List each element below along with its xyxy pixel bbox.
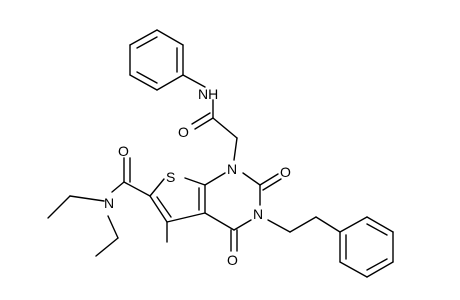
bond-double: [366, 223, 388, 236]
bond: [184, 177, 206, 186]
bond: [123, 181, 151, 197]
atom-n3: N: [253, 206, 263, 222]
bond: [156, 74, 184, 91]
bond: [149, 178, 165, 197]
bond: [339, 216, 368, 233]
atom-o-amide: O: [178, 124, 189, 140]
bond: [129, 74, 158, 91]
bond-double: [366, 258, 388, 271]
bond: [267, 219, 291, 233]
phenyl-ring-bottom: [339, 216, 394, 278]
bond-double: [156, 196, 172, 218]
atom-o-carboxamide: O: [118, 143, 129, 159]
bond: [289, 216, 317, 233]
bond: [204, 212, 235, 231]
bond-double: [136, 36, 158, 49]
atom-s: S: [166, 169, 175, 185]
bond-double: [191, 112, 211, 125]
bond-double: [259, 173, 279, 186]
bond: [366, 216, 394, 233]
bond: [366, 261, 394, 278]
phenyl-ring-top: [129, 29, 184, 91]
pyrimidine-ring: [198, 172, 261, 231]
bond-double: [262, 178, 282, 191]
atom-o2: O: [280, 164, 291, 180]
bond: [47, 195, 71, 219]
bond: [129, 29, 158, 46]
bond: [204, 172, 226, 186]
bond: [182, 74, 206, 88]
bond: [339, 261, 368, 278]
bond: [111, 181, 125, 193]
bond: [95, 237, 119, 257]
bond: [233, 137, 238, 161]
bond: [166, 212, 206, 223]
atom-n1: N: [227, 161, 237, 177]
thiophene-ring: [149, 177, 206, 223]
bond: [212, 117, 238, 139]
bond: [233, 219, 252, 231]
bond: [242, 172, 261, 186]
bond: [156, 29, 184, 46]
atom-nh: NH: [198, 86, 218, 102]
atom-n-diethyl: N: [104, 195, 114, 211]
bond: [315, 216, 341, 233]
bond: [69, 195, 105, 202]
atom-o4: O: [227, 252, 238, 268]
bond: [107, 215, 119, 239]
bond: [149, 195, 168, 223]
bond-double: [194, 117, 214, 130]
bond-double: [136, 71, 158, 84]
